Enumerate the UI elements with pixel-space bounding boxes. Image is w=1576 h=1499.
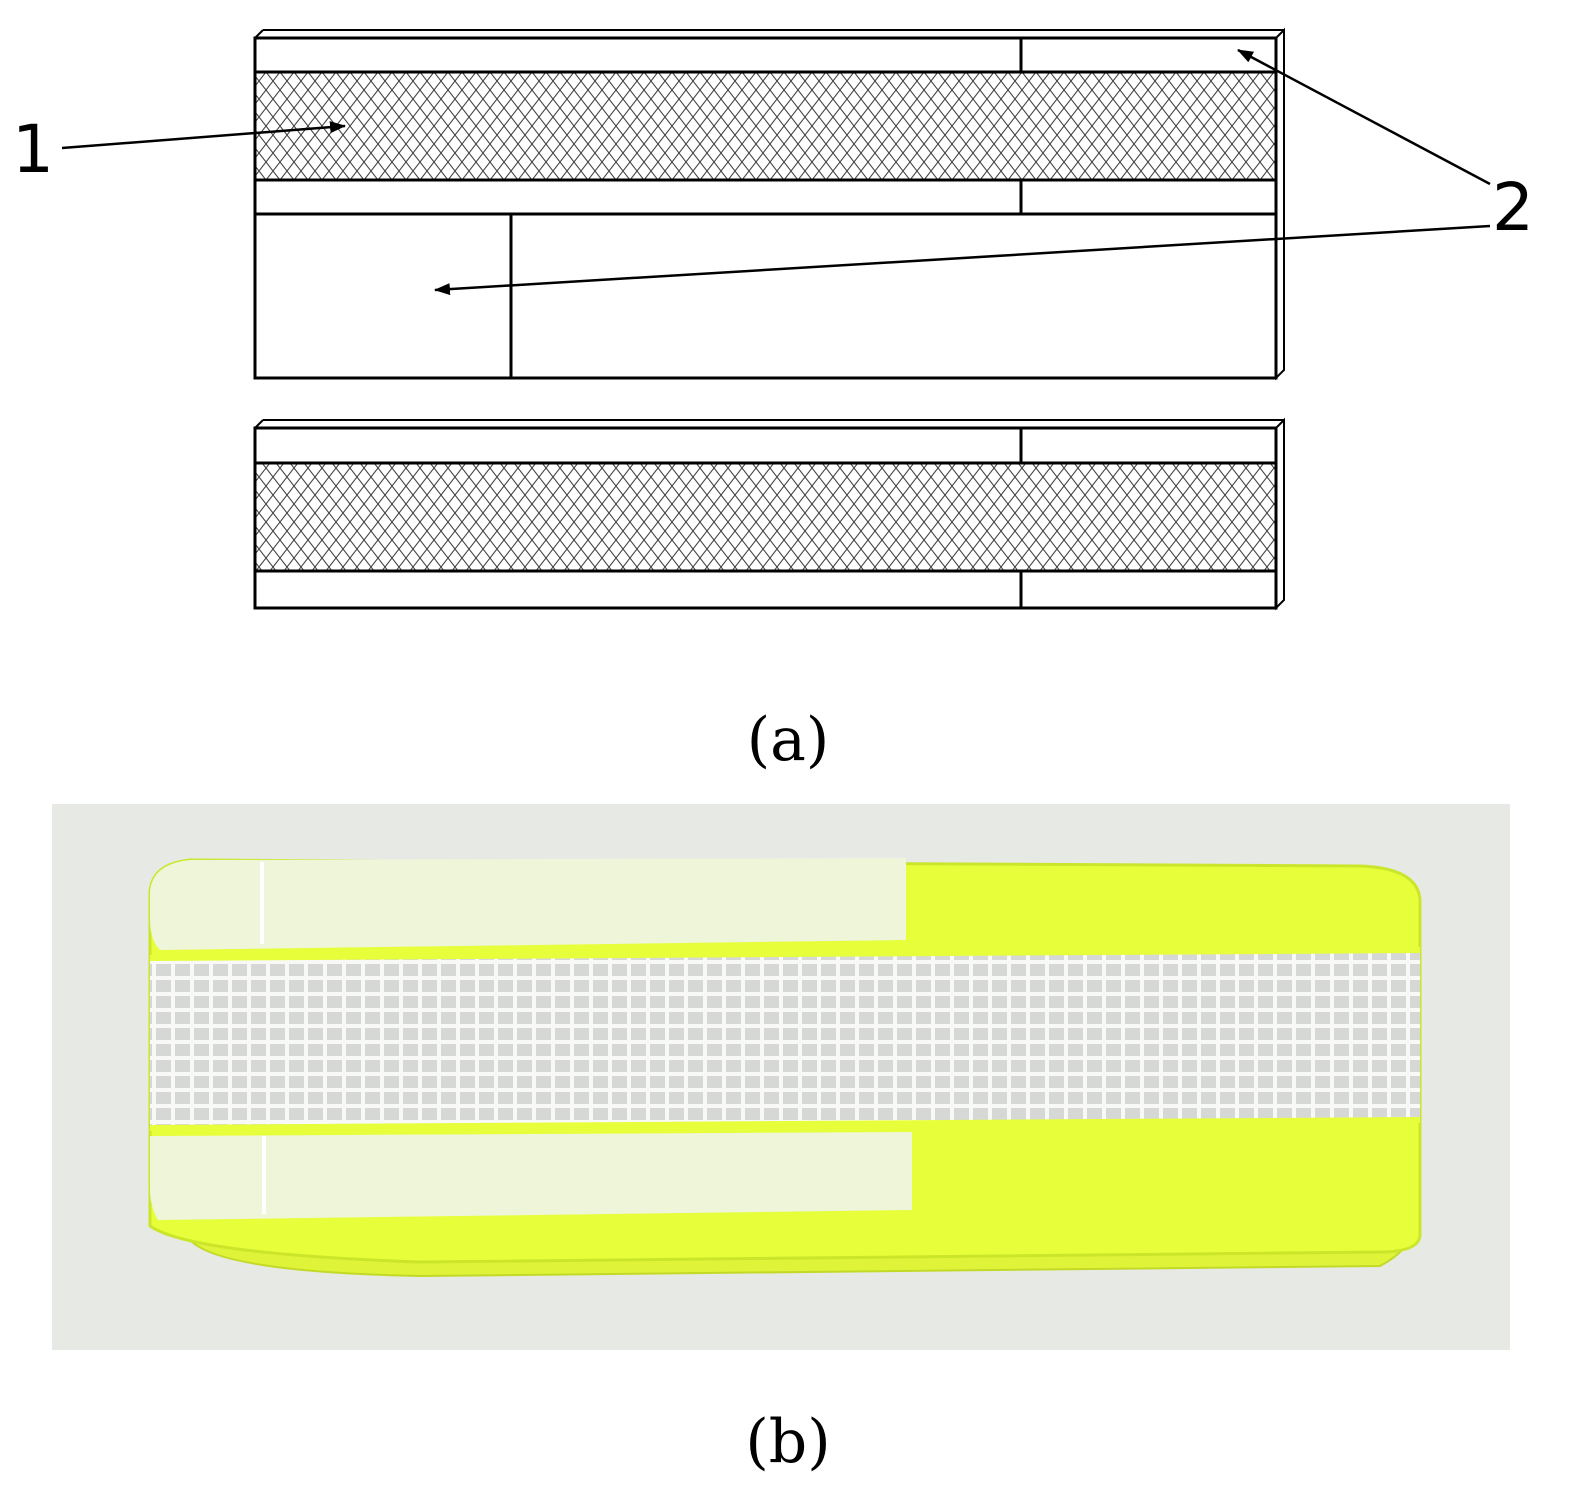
- velcro-patch-bottom: [150, 1132, 912, 1220]
- caption-a: (a): [747, 705, 830, 775]
- callout-label-1: 1: [12, 111, 54, 188]
- callout-arrows: [61, 48, 1491, 296]
- velcro-patch-top: [150, 858, 906, 950]
- lower-strap-drawing: [253, 417, 1285, 611]
- upper-strap-drawing: [253, 27, 1285, 381]
- callout-label-2: 2: [1492, 169, 1534, 246]
- panel-a-schematic: 1 2 (a): [12, 27, 1534, 775]
- arrow-to-bottom-tab: [434, 224, 1491, 296]
- caption-b: (b): [745, 1407, 830, 1477]
- arrow-to-top-tab: [1237, 48, 1491, 186]
- mesh-band-hatched: [253, 70, 1278, 182]
- arrow-to-mesh: [61, 121, 346, 150]
- panel-b-photo: (b): [52, 804, 1510, 1477]
- mesh-band-photo: [150, 950, 1420, 1128]
- mesh-band-hatched-lower: [253, 461, 1278, 573]
